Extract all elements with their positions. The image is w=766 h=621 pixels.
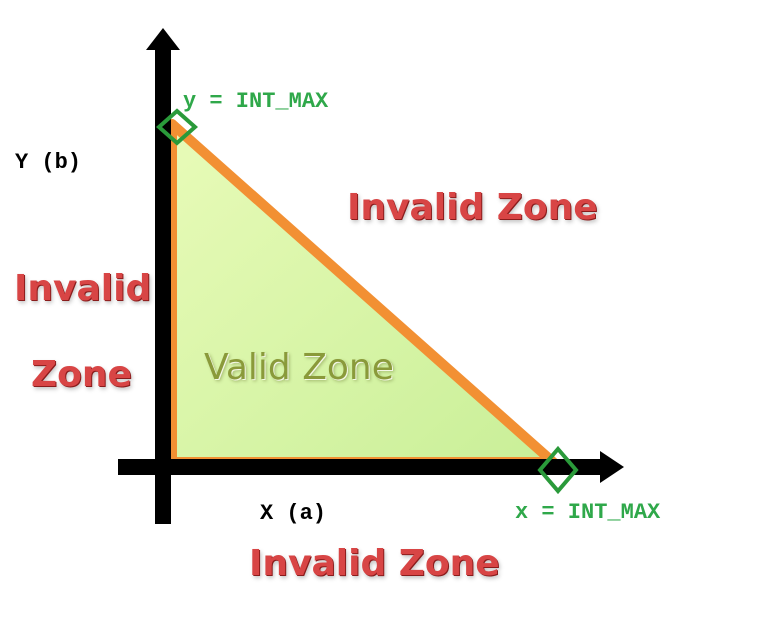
x-axis [118, 459, 602, 475]
x-axis-label: X (a) [260, 501, 327, 526]
y-max-diamond-marker [155, 108, 199, 146]
invalid-zone-bottom-label: Invalid Zone [249, 543, 500, 584]
x-max-label: x = INT_MAX [515, 500, 661, 525]
y-axis-label: Y (b) [15, 150, 82, 175]
y-axis [155, 48, 171, 524]
y-axis-arrowhead [146, 28, 180, 50]
invalid-zone-upper-right-label: Invalid Zone [347, 187, 598, 228]
x-axis-arrowhead [600, 451, 624, 483]
triangle-hypotenuse-edge [167, 119, 558, 467]
valid-zone-label: Valid Zone [204, 347, 394, 388]
y-max-label: y = INT_MAX [183, 89, 329, 114]
invalid-zone-left-label-line1: Invalid [14, 268, 152, 309]
invalid-zone-left-label-line2: Zone [31, 354, 132, 395]
x-max-diamond-marker [537, 445, 579, 495]
